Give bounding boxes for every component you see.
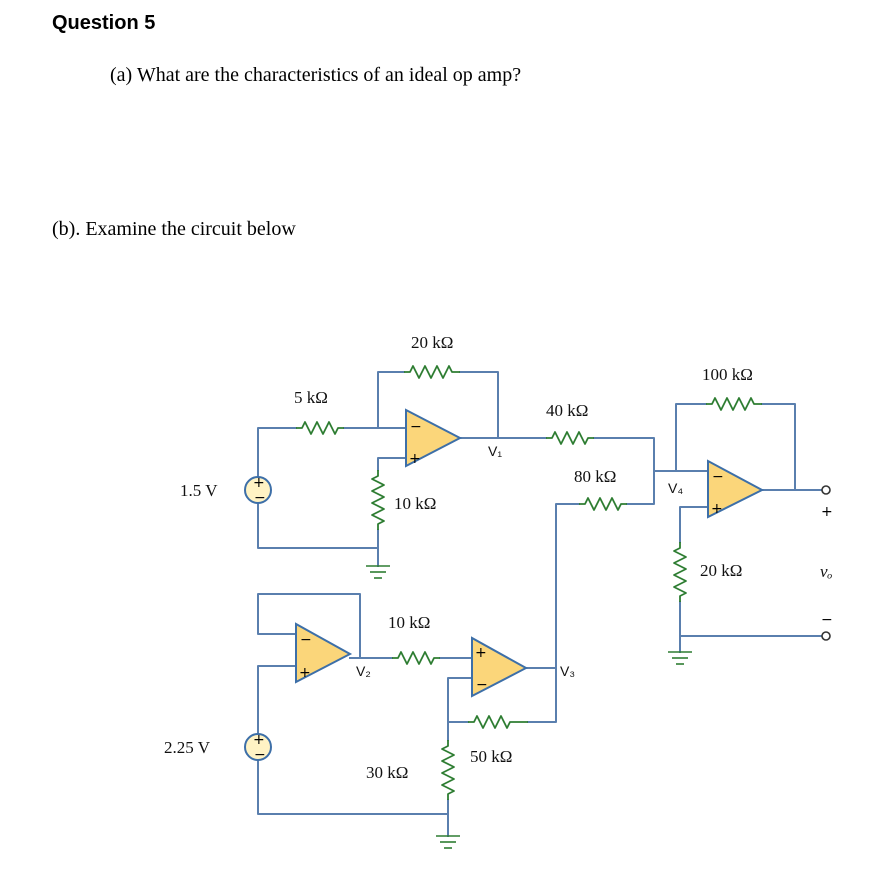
node-v2-label: V₂ bbox=[356, 663, 371, 679]
node-v1-label: V₁ bbox=[488, 443, 502, 459]
resistor-20k-feedback bbox=[404, 365, 460, 379]
wires-opamp-1 bbox=[257, 371, 547, 567]
resistor-30k bbox=[441, 740, 455, 800]
wires-opamp-3 bbox=[439, 645, 557, 837]
label-20k-feedback: 20 kΩ bbox=[411, 333, 453, 352]
resistor-100k bbox=[706, 397, 762, 411]
opamp-3-icon bbox=[471, 636, 529, 698]
label-100k: 100 kΩ bbox=[702, 365, 753, 384]
label-10k-mid: 10 kΩ bbox=[388, 613, 430, 632]
label-30k: 30 kΩ bbox=[366, 763, 408, 782]
opamp-4-icon bbox=[707, 459, 765, 519]
output-plus: + bbox=[821, 504, 833, 520]
opamp-4-plus: + bbox=[711, 501, 723, 517]
label-10k-ground: 10 kΩ bbox=[394, 494, 436, 513]
opamp-4-minus: − bbox=[712, 469, 724, 485]
ground-1-icon bbox=[366, 565, 390, 579]
label-2-25v: 2.25 V bbox=[164, 738, 211, 757]
label-40k: 40 kΩ bbox=[546, 401, 588, 420]
resistor-5k bbox=[296, 421, 344, 435]
ground-2-icon bbox=[668, 651, 692, 665]
resistor-80k bbox=[579, 497, 627, 511]
label-80k: 80 kΩ bbox=[574, 467, 616, 486]
label-5k: 5 kΩ bbox=[294, 388, 328, 407]
label-50k: 50 kΩ bbox=[470, 747, 512, 766]
part-b-question: (b). Examine the circuit below bbox=[52, 218, 296, 240]
resistor-50k bbox=[468, 715, 528, 729]
output-minus: − bbox=[821, 612, 833, 628]
opamp-2-plus: + bbox=[299, 665, 311, 681]
opamp-2-icon bbox=[295, 622, 353, 684]
opamp-3-plus: + bbox=[475, 645, 487, 661]
part-a-question: (a) What are the characteristics of an i… bbox=[110, 64, 522, 86]
opamp-1-icon bbox=[405, 408, 463, 468]
src2-minus: − bbox=[254, 747, 266, 763]
opamp-2-minus: − bbox=[300, 632, 312, 648]
src1-minus: − bbox=[254, 490, 266, 506]
label-1-5v: 1.5 V bbox=[180, 481, 218, 500]
node-v3-label: V₃ bbox=[560, 663, 575, 679]
question-heading: Question 5 bbox=[52, 12, 156, 34]
voltage-source-2-25v bbox=[244, 733, 272, 761]
ground-3-icon bbox=[436, 835, 460, 849]
output-vo-label: vₒ bbox=[820, 562, 833, 581]
wires-opamp-2 bbox=[257, 593, 449, 815]
src2-plus: + bbox=[253, 732, 265, 748]
resistor-10k-mid bbox=[392, 651, 440, 665]
wires-opamp-4 bbox=[555, 403, 823, 669]
resistor-20k-ground bbox=[673, 542, 687, 602]
src1-plus: + bbox=[253, 475, 265, 491]
node-v4-label: V₄ bbox=[668, 480, 683, 496]
opamp-1-minus: − bbox=[410, 419, 422, 435]
opamp-1-plus: + bbox=[409, 451, 421, 467]
resistor-40k bbox=[546, 431, 594, 445]
resistor-10k-ground bbox=[371, 470, 385, 530]
output-terminal-top bbox=[821, 485, 831, 495]
voltage-source-1-5v bbox=[244, 476, 272, 504]
opamp-3-minus: − bbox=[476, 677, 488, 693]
output-terminal-bottom bbox=[821, 631, 831, 641]
label-20k-ground: 20 kΩ bbox=[700, 561, 742, 580]
